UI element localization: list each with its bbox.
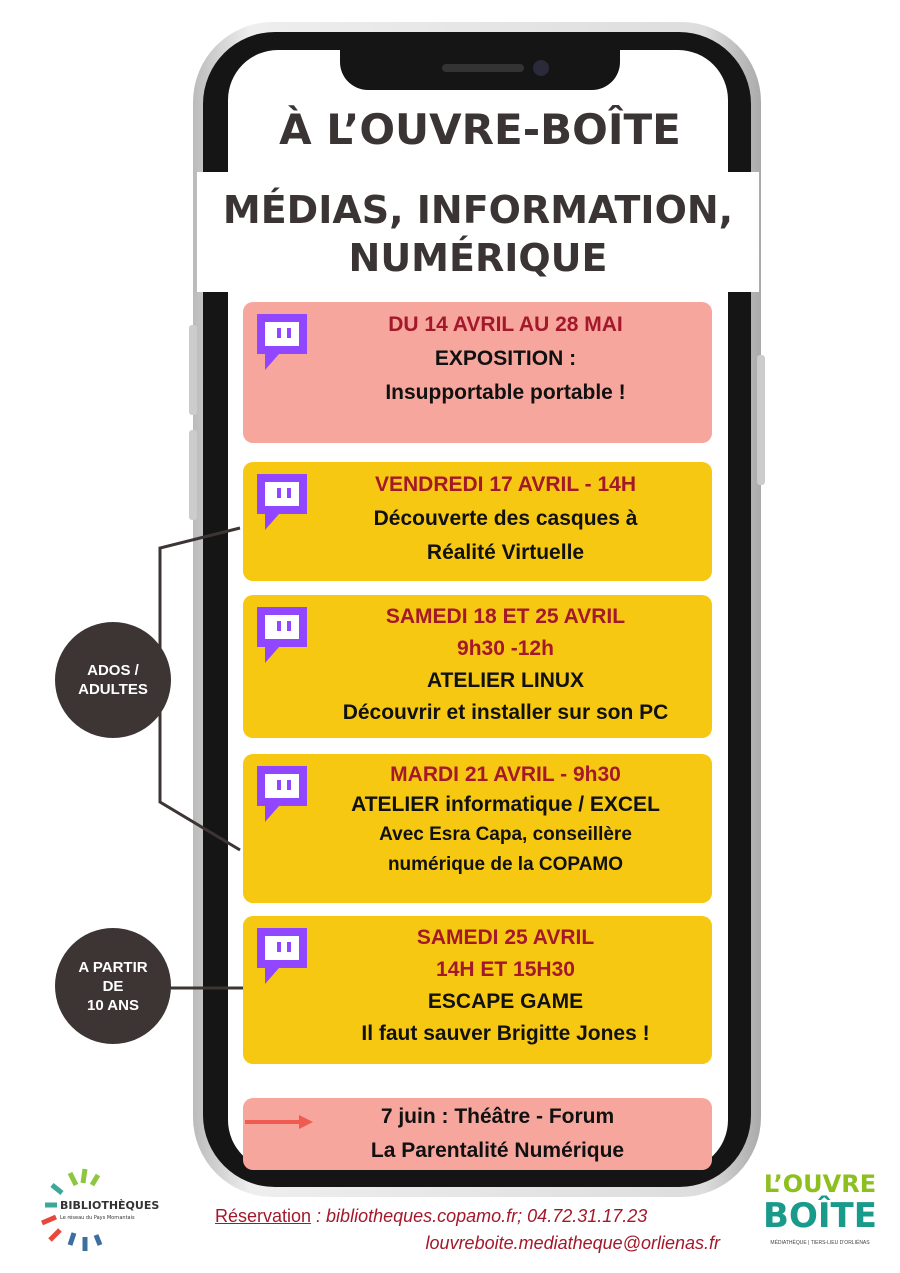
phone-side-button (757, 355, 765, 485)
event-text: Avec Esra Capa, conseillère (379, 824, 632, 845)
event-time: 9h30 -12h (457, 637, 554, 660)
badge-line: DE (102, 977, 124, 995)
page-subtitle: MÉDIAS, INFORMATION,NUMÉRIQUE (200, 186, 756, 282)
camera-icon (533, 60, 549, 76)
event-text: ESCAPE GAME (427, 990, 584, 1013)
arrow-icon (245, 1115, 313, 1129)
event-card: VENDREDI 17 AVRIL - 14H Découverte des ca… (243, 462, 712, 581)
speaker (442, 64, 524, 72)
event-text: La Parentalité Numérique (370, 1139, 625, 1162)
subtitle-line: NUMÉRIQUE (348, 236, 608, 280)
reservation-contact[interactable]: : bibliotheques.copamo.fr; 04.72.31.17.2… (311, 1206, 648, 1226)
bibliotheques-logo-mark: BIBLIOTHÈQUES Le réseau du Pays Mornanta… (41, 1168, 159, 1251)
twitch-icon (253, 312, 309, 376)
event-text: numérique de la COPAMO (387, 854, 624, 875)
email-link[interactable]: louvreboite.mediatheque@orlienas.fr (425, 1233, 720, 1253)
event-text: ATELIER informatique / EXCEL (351, 793, 660, 816)
twitch-icon (253, 764, 309, 828)
subtitle-line: MÉDIAS, INFORMATION, (222, 188, 734, 232)
event-text: Découvrir et installer sur son PC (342, 701, 669, 724)
event-text: Insupportable portable ! (385, 381, 626, 404)
louvre-boite-logo: L’OUVRE BOÎTE MÉDIATHÈQUE | TIERS-LIEU D… (760, 1170, 880, 1246)
event-text: EXPOSITION : (434, 347, 577, 370)
badge-line: 10 ANS (87, 996, 139, 1014)
event-card: 7 juin : Théâtre - Forum La Parentalité N… (243, 1098, 712, 1170)
event-card: DU 14 AVRIL AU 28 MAI EXPOSITION : Insuppo… (243, 302, 712, 443)
badge-line: A PARTIR (78, 958, 148, 976)
twitch-icon (253, 605, 309, 669)
audience-badge-adults: ADOS / ADULTES (55, 622, 171, 738)
logo-line: L’OUVRE (763, 1170, 877, 1198)
event-time: 14H ET 15H30 (436, 958, 575, 981)
event-date: VENDREDI 17 AVRIL - 14H (374, 473, 636, 496)
event-text: Il faut sauver Brigitte Jones ! (361, 1022, 650, 1045)
reservation-label: Réservation (215, 1206, 312, 1226)
badge-line: ADOS / (87, 662, 139, 679)
twitch-icon (253, 926, 309, 990)
event-text: ATELIER LINUX (426, 669, 585, 692)
event-date: SAMEDI 25 AVRIL (416, 926, 595, 949)
logo-tagline: MÉDIATHÈQUE | TIERS-LIEU D’ORLIÉNAS (770, 1240, 870, 1246)
event-text: Réalité Virtuelle (426, 541, 585, 564)
logo-line: BOÎTE (763, 1196, 877, 1236)
event-date: MARDI 21 AVRIL - 9h30 (390, 763, 621, 786)
event-date: SAMEDI 18 ET 25 AVRIL (385, 605, 626, 628)
page-title: À L’OUVRE-BOÎTE (279, 105, 681, 154)
phone-side-button (189, 325, 197, 415)
event-text: Découverte des casques à (373, 507, 638, 530)
badge-line: ADULTES (78, 681, 148, 698)
svg-text:Le réseau du Pays Mornantais: Le réseau du Pays Mornantais (60, 1214, 135, 1221)
title-band (197, 172, 759, 292)
bibliotheques-logo: BIBLIOTHÈQUES Le réseau du Pays Mornanta… (30, 1165, 160, 1255)
twitch-icon (253, 472, 309, 536)
svg-text:BIBLIOTHÈQUES: BIBLIOTHÈQUES (60, 1199, 159, 1212)
event-date: DU 14 AVRIL AU 28 MAI (388, 313, 623, 336)
phone-side-button (189, 430, 197, 520)
event-text: 7 juin : Théâtre - Forum (380, 1105, 615, 1128)
reservation-line: Réservation : bibliotheques.copamo.fr; 0… (215, 1206, 647, 1227)
